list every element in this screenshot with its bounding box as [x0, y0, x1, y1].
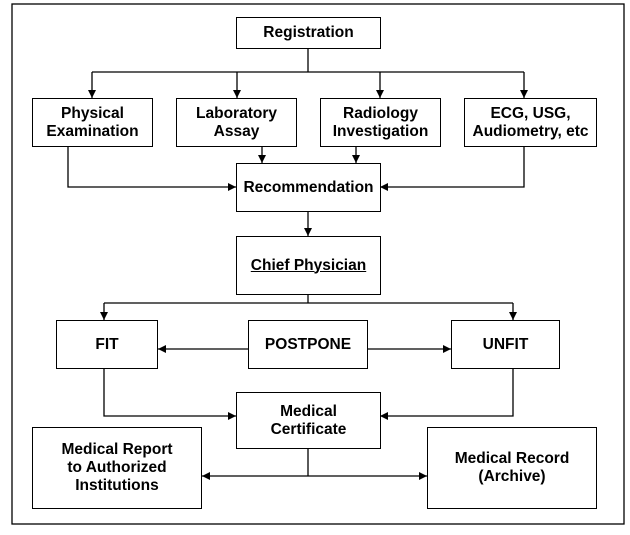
node-physical-examination-label: Physical Examination: [46, 104, 139, 140]
node-radiology-investigation-label: Radiology Investigation: [332, 104, 429, 140]
node-chief-physician: Chief Physician: [236, 236, 381, 295]
node-fit: FIT: [56, 320, 158, 369]
node-ecg-usg-audiometry-label: ECG, USG, Audiometry, etc: [472, 104, 589, 140]
node-medical-record-label: Medical Record (Archive): [454, 450, 570, 485]
node-postpone-label: POSTPONE: [264, 335, 352, 353]
edge-ecg-recommendation: [380, 147, 525, 191]
node-medical-record: Medical Record (Archive): [427, 427, 597, 509]
node-medical-report-label: Medical Report to Authorized Institution…: [61, 441, 173, 494]
node-medical-report: Medical Report to Authorized Institution…: [32, 427, 202, 509]
node-medical-certificate-label: Medical Certificate: [270, 402, 347, 438]
node-registration-label: Registration: [263, 24, 354, 41]
edge-unfit-certificate: [380, 369, 514, 420]
node-fit-label: FIT: [95, 335, 119, 353]
node-unfit: UNFIT: [451, 320, 560, 369]
node-registration: Registration: [236, 17, 381, 49]
edge-fit-certificate: [103, 369, 236, 420]
node-recommendation: Recommendation: [236, 163, 381, 212]
node-recommendation-label: Recommendation: [243, 178, 374, 196]
node-physical-examination: Physical Examination: [32, 98, 153, 147]
node-ecg-usg-audiometry: ECG, USG, Audiometry, etc: [464, 98, 597, 147]
node-chief-physician-label: Chief Physician: [250, 256, 367, 274]
node-unfit-label: UNFIT: [482, 335, 529, 353]
edge-physical-recommendation: [67, 147, 236, 191]
node-postpone: POSTPONE: [248, 320, 368, 369]
outer-frame: [11, 3, 625, 525]
node-radiology-investigation: Radiology Investigation: [320, 98, 441, 147]
node-laboratory-assay-label: Laboratory Assay: [196, 104, 277, 140]
node-medical-certificate: Medical Certificate: [236, 392, 381, 449]
node-laboratory-assay: Laboratory Assay: [176, 98, 297, 147]
